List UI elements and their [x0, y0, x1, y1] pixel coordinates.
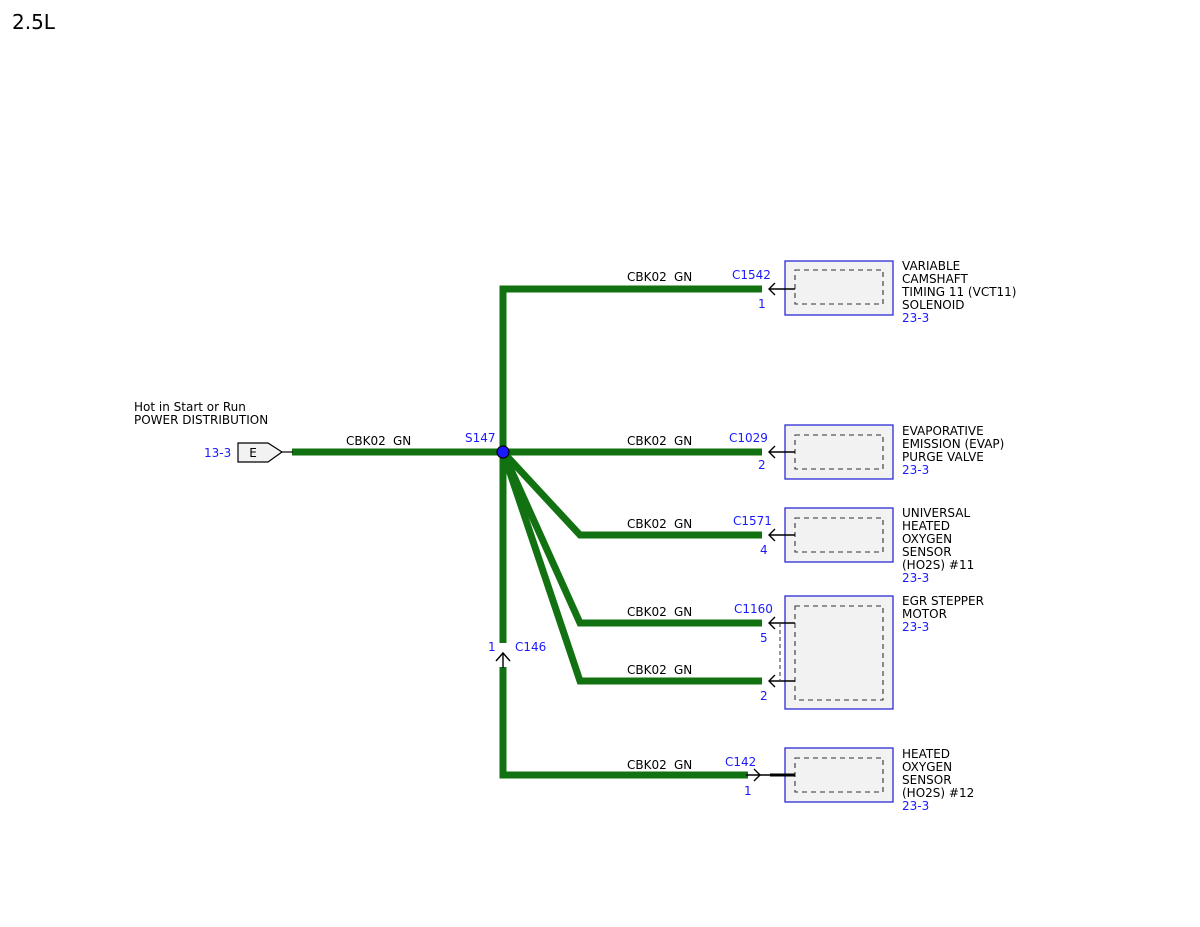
source-connector-label: E [249, 446, 257, 460]
pin-number: 1 [758, 297, 766, 311]
wire-label-color: GN [674, 663, 692, 677]
source-description-line2: POWER DISTRIBUTION [134, 413, 268, 427]
wire-to-c1571 [500, 449, 762, 539]
component-name-line: (HO2S) #12 [902, 786, 974, 800]
component-name-line: HEATED [902, 747, 950, 761]
source-page-ref: 13-3 [204, 446, 231, 460]
connector-label: C142 [725, 755, 756, 769]
component-name-line: EVAPORATIVE [902, 424, 984, 438]
wire-harness [292, 285, 762, 779]
pin-number: 5 [760, 631, 768, 645]
component-page-ref: 23-3 [902, 463, 929, 477]
pin-arrow [768, 674, 776, 688]
component-page-ref: 23-3 [902, 799, 929, 813]
wire-label-circuit: CBK02 [627, 517, 667, 531]
splice-dot [496, 445, 510, 459]
component-name-line: VARIABLE [902, 259, 960, 273]
connector-label: C1571 [733, 514, 772, 528]
component-egr-stepper-motor: C1160 5 2 EGR STEPPER MOTOR 23-3 [734, 594, 984, 710]
c146-pin-number: 1 [488, 640, 496, 654]
component-inner-outline [794, 269, 884, 305]
component-name-line: HEATED [902, 519, 950, 533]
wire-label-circuit: CBK02 [627, 434, 667, 448]
component-name-line: SENSOR [902, 773, 952, 787]
wire-labels: CBK02 GN CBK02 GN CBK02 GN CBK02 GN CBK0… [346, 270, 692, 772]
component-name-line: OXYGEN [902, 532, 952, 546]
power-distribution-source: Hot in Start or Run POWER DISTRIBUTION 1… [134, 400, 293, 463]
pin-number: 2 [758, 458, 766, 472]
source-description-line1: Hot in Start or Run [134, 400, 246, 414]
component-name-line: UNIVERSAL [902, 506, 970, 520]
component-page-ref: 23-3 [902, 311, 929, 325]
source-connector-shape [237, 442, 284, 463]
wire-label-circuit: CBK02 [346, 434, 386, 448]
wire-label-circuit: CBK02 [627, 605, 667, 619]
component-name-line: OXYGEN [902, 760, 952, 774]
wire-label-color: GN [674, 517, 692, 531]
connector-label: C1542 [732, 268, 771, 282]
wire-label-circuit: CBK02 [627, 758, 667, 772]
component-name-line: EMISSION (EVAP) [902, 437, 1004, 451]
component-name-line: MOTOR [902, 607, 947, 621]
pin-number: 4 [760, 543, 768, 557]
component-box [784, 595, 894, 710]
wire-to-c1160-pin2 [499, 450, 762, 685]
component-page-ref: 23-3 [902, 571, 929, 585]
pin-number: 1 [744, 784, 752, 798]
component-page-ref: 23-3 [902, 620, 929, 634]
connector-label: C1029 [729, 431, 768, 445]
component-evap-purge-valve: C1029 2 EVAPORATIVE EMISSION (EVAP) PURG… [729, 424, 1004, 480]
wire-label-color: GN [393, 434, 411, 448]
pin-arrow [768, 528, 776, 542]
inline-connector-c146: 1 C146 [488, 640, 546, 668]
wire-label-circuit: CBK02 [627, 270, 667, 284]
component-name-line: (HO2S) #11 [902, 558, 974, 572]
component-name-line: EGR STEPPER [902, 594, 984, 608]
wire-label-color: GN [674, 605, 692, 619]
page-title: 2.5L [12, 10, 56, 34]
splice-s147: S147 [465, 431, 510, 459]
splice-label: S147 [465, 431, 496, 445]
component-uho2s-11: C1571 4 UNIVERSAL HEATED OXYGEN SENSOR (… [733, 506, 974, 585]
pin-arrow [768, 445, 776, 459]
component-vct11-solenoid: C1542 1 VARIABLE CAMSHAFT TIMING 11 (VCT… [732, 259, 1017, 325]
component-inner-outline [794, 605, 884, 701]
component-box [784, 424, 894, 480]
pin-number: 2 [760, 689, 768, 703]
wire-label-circuit: CBK02 [627, 663, 667, 677]
component-name-line: TIMING 11 (VCT11) [901, 285, 1017, 299]
wire-to-c1160-pin5 [499, 450, 762, 627]
c146-label: C146 [515, 640, 546, 654]
wire-label-color: GN [674, 758, 692, 772]
component-name-line: CAMSHAFT [902, 272, 968, 286]
wire-to-c1542 [499, 285, 762, 452]
connector-label: C1160 [734, 602, 773, 616]
component-ho2s-12: C142 1 HEATED OXYGEN SENSOR (HO2S) #12 2… [725, 747, 974, 813]
component-name-line: PURGE VALVE [902, 450, 984, 464]
wire-label-color: GN [674, 434, 692, 448]
component-name-line: SENSOR [902, 545, 952, 559]
pin-arrow [768, 616, 776, 630]
wire-c146-to-c142 [499, 667, 748, 779]
component-name-line: SOLENOID [902, 298, 965, 312]
component-box [784, 260, 894, 316]
component-box [784, 747, 894, 803]
wire-label-color: GN [674, 270, 692, 284]
component-box [784, 507, 894, 563]
pin-arrow [768, 282, 776, 296]
